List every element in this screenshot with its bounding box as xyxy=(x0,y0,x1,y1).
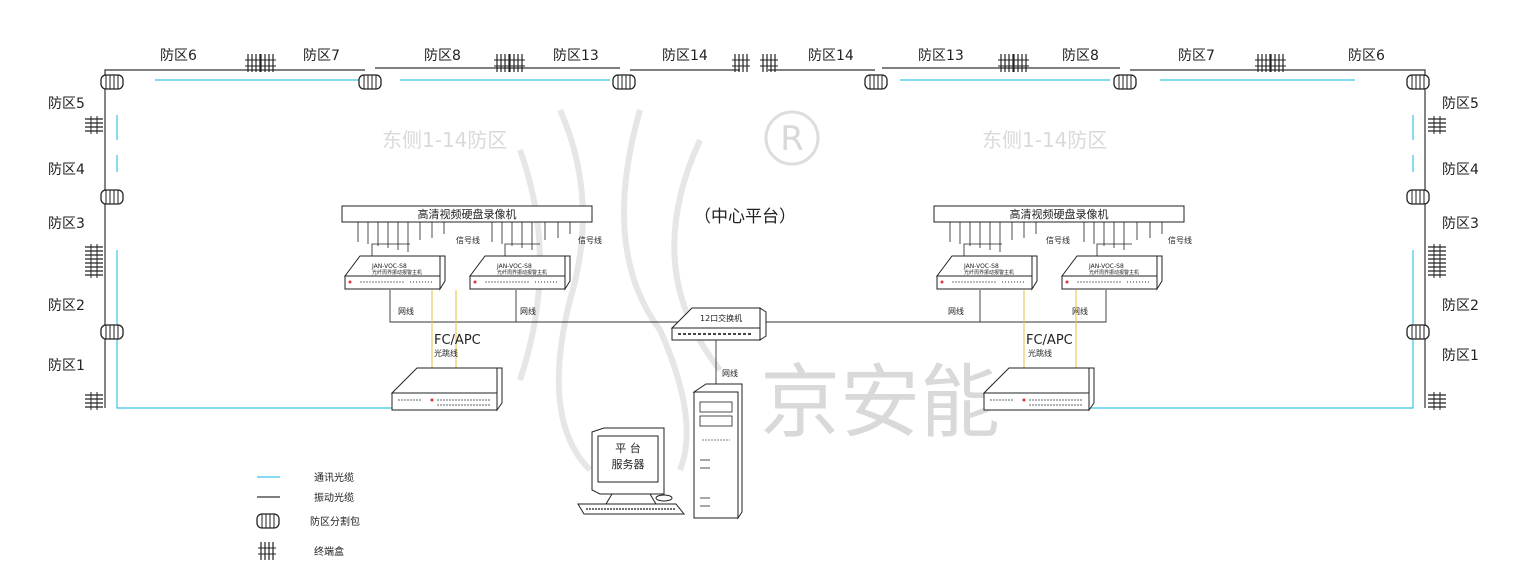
signal-line-label: 信号线 xyxy=(1046,235,1070,245)
net-line-label: 网线 xyxy=(722,368,738,378)
device-model: JAN-VOC-S8 xyxy=(963,263,999,270)
net-line-label: 网线 xyxy=(1072,306,1088,316)
right-dvr-label: 高清视频硬盘录像机 xyxy=(1010,207,1109,221)
net-line-label: 网线 xyxy=(520,306,536,316)
legend: 通讯光缆 振动光缆 防区分割包 终端盒 xyxy=(256,471,360,561)
watermark: R 东侧1-14防区 东侧1-14防区 京安能 xyxy=(382,108,1107,473)
fc-apc-label: FC/APC xyxy=(434,333,481,348)
left-zone-label: 防区2 xyxy=(48,298,85,314)
device-model: JAN-VOC-S8 xyxy=(1088,263,1124,270)
left-zone-label: 防区4 xyxy=(48,162,85,178)
device-model: JAN-VOC-S8 xyxy=(496,263,532,270)
right-zone-label: 防区4 xyxy=(1442,162,1479,178)
right-zone-label: 防区5 xyxy=(1442,96,1479,112)
left-zone-label: 防区5 xyxy=(48,96,85,112)
signal-line-label: 信号线 xyxy=(1168,235,1192,245)
right-zone-label: 防区1 xyxy=(1442,348,1479,364)
left-dvr-label: 高清视频硬盘录像机 xyxy=(418,207,517,221)
watermark-brand: 京安能 xyxy=(760,356,1000,449)
jumper-label: 光跳线 xyxy=(434,348,458,358)
net-line-label: 网线 xyxy=(398,306,414,316)
right-dvr xyxy=(933,205,1185,223)
left-zone-label: 防区3 xyxy=(48,216,85,232)
right-dvr-group: 高清视频硬盘录像机 信号线 信号线 JAN-VOC-S8 光纤周界振动报警主机 … xyxy=(760,205,1192,411)
fc-apc-label: FC/APC xyxy=(1026,333,1073,348)
legend-vib-label: 振动光缆 xyxy=(314,491,354,504)
top-left-zone-label: 防区13 xyxy=(553,48,599,64)
left-dvr xyxy=(341,205,593,223)
top-right-zone-label: 防区8 xyxy=(1062,48,1099,64)
top-left-zone-label: 防区6 xyxy=(160,48,197,64)
top-right-zone-label: 防区6 xyxy=(1348,48,1385,64)
legend-terminal-label: 终端盒 xyxy=(314,545,344,558)
right-zone-label: 防区3 xyxy=(1442,216,1479,232)
side-zone-labels: 防区5 防区4 防区3 防区2 防区1 防区5 防区4 防区3 防区2 防区1 xyxy=(48,96,1479,374)
top-right-zone-label: 防区14 xyxy=(808,48,854,64)
platform-server: 平 台 服务器 xyxy=(577,383,743,520)
watermark-east-left: 东侧1-14防区 xyxy=(382,128,507,152)
legend-split-icon xyxy=(256,513,280,529)
device-sub: 光纤周界振动报警主机 xyxy=(372,269,422,276)
top-left-zone-label: 防区8 xyxy=(424,48,461,64)
device-sub: 光纤周界振动报警主机 xyxy=(1089,269,1139,276)
legend-comm-label: 通讯光缆 xyxy=(314,471,354,484)
network-switch: 12口交换机 网线 xyxy=(670,307,767,385)
right-zone-label: 防区2 xyxy=(1442,298,1479,314)
signal-line-label: 信号线 xyxy=(578,235,602,245)
signal-line-label: 信号线 xyxy=(456,235,480,245)
left-zone-label: 防区1 xyxy=(48,358,85,374)
top-left-zone-label: 防区14 xyxy=(662,48,708,64)
watermark-east-right: 东侧1-14防区 xyxy=(982,128,1107,152)
vibration-cable-perimeter xyxy=(104,67,1426,408)
device-sub: 光纤周界振动报警主机 xyxy=(964,269,1014,276)
center-platform-title: （中心平台） xyxy=(694,207,796,227)
switch-label: 12口交换机 xyxy=(700,313,742,323)
server-label-2: 服务器 xyxy=(612,458,645,471)
jumper-label: 光跳线 xyxy=(1028,348,1052,358)
device-model: JAN-VOC-S8 xyxy=(371,263,407,270)
comm-cable-perimeter xyxy=(116,79,1414,409)
server-label-1: 平 台 xyxy=(615,441,641,455)
legend-split-label: 防区分割包 xyxy=(310,515,360,528)
top-right-zone-label: 防区7 xyxy=(1178,48,1215,64)
top-zone-labels: 防区6 防区7 防区8 防区13 防区14 防区14 防区13 防区8 防区7 … xyxy=(160,48,1385,64)
net-line-label: 网线 xyxy=(948,306,964,316)
device-sub: 光纤周界振动报警主机 xyxy=(497,269,547,276)
registered-mark: R xyxy=(780,119,804,159)
top-right-zone-label: 防区13 xyxy=(918,48,964,64)
left-dvr-group: 高清视频硬盘录像机 信号线 信号线 JAN-VOC-S8 光纤周界振动报警主机 … xyxy=(341,205,680,411)
top-left-zone-label: 防区7 xyxy=(303,48,340,64)
legend-terminal-icon xyxy=(257,541,277,561)
